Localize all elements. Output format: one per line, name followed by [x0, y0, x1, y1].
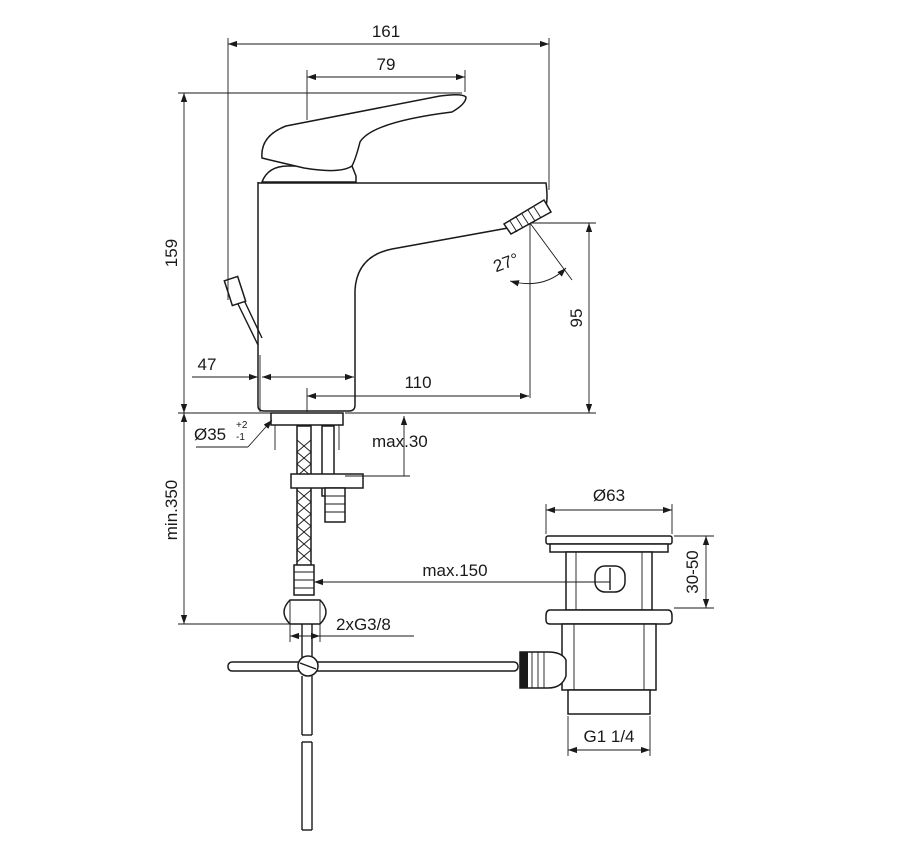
dimension-labels: 161 79 159 95 27° 47 110 Ø35 +2 -1 max.3…: [162, 22, 702, 746]
dim-spout-reach: 110: [404, 373, 431, 392]
dim-total-height: 159: [162, 239, 181, 267]
supply-hose: [296, 425, 312, 577]
dim-hole-diameter: Ø35: [194, 425, 226, 444]
waste-flange: [545, 609, 673, 625]
popup-knob: [223, 275, 247, 307]
faucet-drawing: [223, 93, 553, 831]
mounting-shank: [270, 412, 344, 426]
dim-rod-distance: max.150: [422, 561, 487, 580]
dim-connections: 2xG3/8: [336, 615, 391, 634]
dim-spout-height: 95: [567, 309, 586, 328]
dim-deck-thickness: max.30: [372, 432, 428, 451]
waste-cap: [545, 535, 673, 545]
dim-waste-diameter: Ø63: [593, 486, 625, 505]
dim-waste-height: 30-50: [683, 550, 702, 593]
dim-body-offset: 47: [198, 355, 217, 374]
dim-total-width: 161: [372, 22, 400, 41]
dim-spout-angle: 27°: [491, 250, 522, 277]
aerator: [502, 198, 553, 235]
faucet-body: [257, 182, 548, 412]
dim-hole-tol-minus: -1: [236, 432, 245, 443]
dimension-lines: [178, 38, 714, 756]
dim-hole-tol-plus: +2: [236, 420, 248, 431]
tie-rod: [227, 661, 519, 672]
waste-tube: [561, 623, 657, 691]
dim-waste-thread: G1 1/4: [583, 727, 634, 746]
popup-rod: [235, 299, 259, 346]
dim-hose-length: min.350: [162, 480, 181, 540]
dim-lever-width: 79: [377, 55, 396, 74]
waste-drawing: [519, 535, 673, 715]
lever-handle: [261, 93, 467, 172]
rod-connector: [519, 651, 567, 689]
